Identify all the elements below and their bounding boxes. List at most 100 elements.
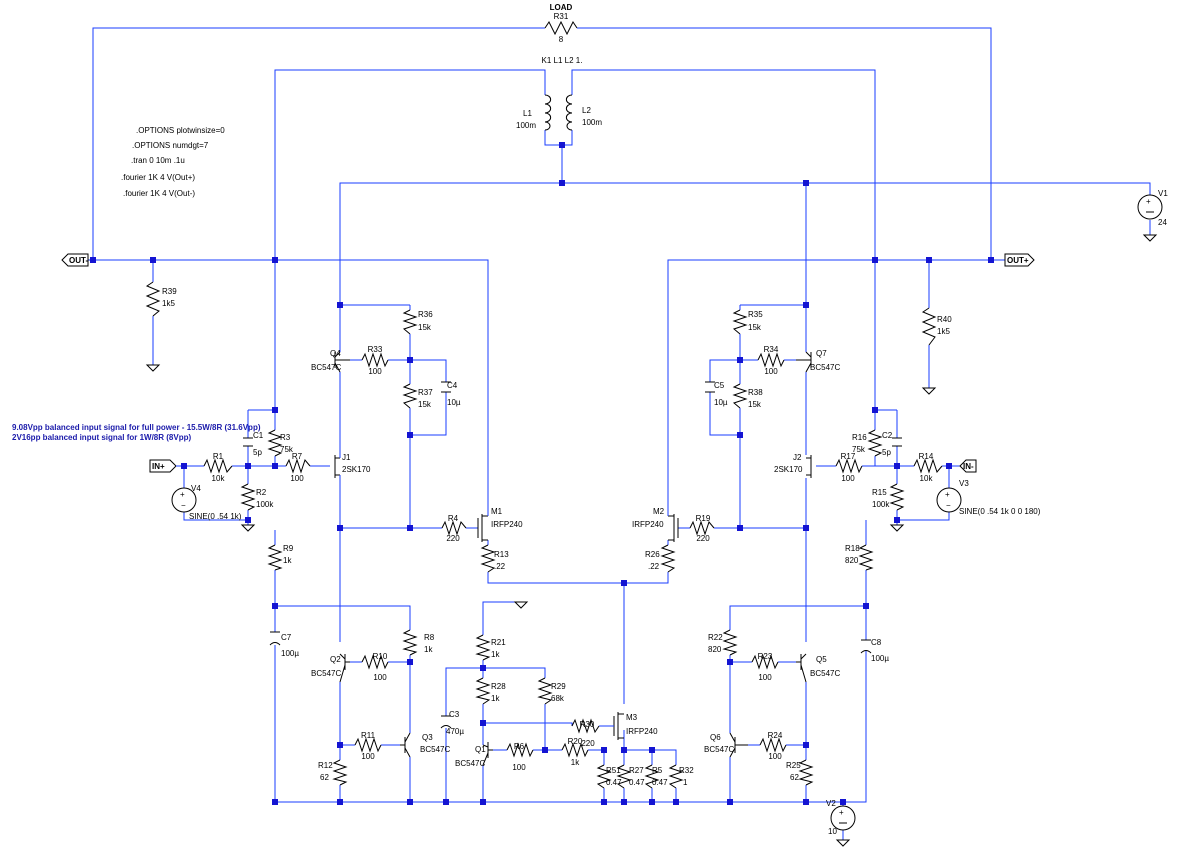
spice-directives: .OPTIONS plotwinsize=0 .OPTIONS numdgt=7… bbox=[121, 126, 225, 198]
m3-name: M3 bbox=[626, 713, 638, 722]
c8-name: C8 bbox=[871, 638, 882, 647]
r19-name: R19 bbox=[696, 514, 711, 523]
r11-name: R11 bbox=[361, 731, 376, 740]
resistor-r24: R24 100 bbox=[759, 731, 787, 761]
r17-value: 100 bbox=[841, 474, 855, 483]
r29-value: 68k bbox=[551, 694, 565, 703]
bjt-q1: Q1 BC547C bbox=[455, 742, 493, 768]
wires bbox=[88, 27, 1151, 840]
resistor-r15: R15 100k bbox=[872, 483, 905, 511]
source-v2: + V2 10 bbox=[826, 799, 856, 836]
resistor-r6: R6 100 bbox=[506, 742, 534, 772]
c1-value: 5p bbox=[253, 448, 262, 457]
resistor-r36: R36 15k bbox=[402, 309, 433, 335]
c3-name: C3 bbox=[449, 710, 460, 719]
resistor-r35: R35 15k bbox=[732, 309, 763, 335]
r18-name: R18 bbox=[845, 544, 860, 553]
resistor-r3: R3 75k bbox=[267, 429, 294, 457]
v2-name: V2 bbox=[826, 799, 836, 808]
r16-value: 75k bbox=[852, 445, 866, 454]
l1-name: L1 bbox=[523, 109, 532, 118]
resistor-r28: R28 1k bbox=[475, 677, 506, 705]
capacitor-c1: C1 5p bbox=[243, 431, 264, 457]
resistor-r18: R18 820 bbox=[845, 544, 874, 571]
q4-name: Q4 bbox=[330, 349, 341, 358]
r1-name: R1 bbox=[213, 452, 224, 461]
r3-name: R3 bbox=[280, 433, 291, 442]
c7-value: 100µ bbox=[281, 649, 299, 658]
resistor-r23: R23 100 bbox=[751, 652, 779, 682]
r12-value: 62 bbox=[320, 773, 329, 782]
r10-name: R10 bbox=[373, 652, 388, 661]
port-out-minus: OUT- bbox=[61, 253, 89, 267]
port-out-minus-label: OUT- bbox=[69, 256, 88, 265]
bjt-q7: Q7 BC547C bbox=[796, 349, 840, 373]
directive-fourier-plus: .fourier 1K 4 V(Out+) bbox=[121, 173, 195, 182]
resistor-r17: R17 100 bbox=[835, 452, 863, 483]
resistor-r39: R39 1k5 bbox=[145, 281, 177, 317]
q5-model: BC547C bbox=[810, 669, 840, 678]
q3-name: Q3 bbox=[422, 733, 433, 742]
source-v1: + V1 24 bbox=[1137, 189, 1168, 227]
j2-name: J2 bbox=[793, 453, 802, 462]
r36-name: R36 bbox=[418, 310, 433, 319]
j1-name: J1 bbox=[342, 453, 351, 462]
capacitor-c7: C7 100µ bbox=[269, 631, 299, 658]
r36-value: 15k bbox=[418, 323, 432, 332]
r24-value: 100 bbox=[768, 752, 782, 761]
r25-name: R25 bbox=[786, 761, 801, 770]
r40-value: 1k5 bbox=[937, 327, 950, 336]
r25-value: 62 bbox=[790, 773, 799, 782]
r26-name: R26 bbox=[645, 550, 660, 559]
q4-model: BC547C bbox=[311, 363, 341, 372]
r15-name: R15 bbox=[872, 488, 887, 497]
resistor-r19: R19 220 bbox=[689, 514, 715, 543]
r4-name: R4 bbox=[448, 514, 459, 523]
q6-model: BC547C bbox=[704, 745, 734, 754]
port-out-plus-label: OUT+ bbox=[1007, 256, 1029, 265]
l2-name: L2 bbox=[582, 106, 591, 115]
resistor-r38: R38 15k bbox=[732, 383, 763, 409]
mosfet-m1: M1 IRFP240 bbox=[477, 507, 523, 542]
r51-value: 0.47 bbox=[606, 778, 622, 787]
r23-value: 100 bbox=[758, 673, 772, 682]
r19-value: 220 bbox=[696, 534, 710, 543]
m1-name: M1 bbox=[491, 507, 503, 516]
r31-name: R31 bbox=[554, 12, 569, 21]
coupling-directive: K1 L1 L2 1. bbox=[542, 56, 583, 65]
resistor-r27: R27 0.47 bbox=[616, 764, 645, 789]
capacitor-c8: C8 100µ bbox=[860, 638, 889, 663]
q2-name: Q2 bbox=[330, 655, 341, 664]
q5-name: Q5 bbox=[816, 655, 827, 664]
c3-value: 470µ bbox=[446, 727, 464, 736]
r21-name: R21 bbox=[491, 638, 506, 647]
r16-name: R16 bbox=[852, 433, 867, 442]
capacitor-c2: C2 5p bbox=[882, 431, 902, 457]
r51-name: R51 bbox=[606, 766, 621, 775]
q1-model: BC547C bbox=[455, 759, 485, 768]
r12-name: R12 bbox=[318, 761, 333, 770]
r4-value: 220 bbox=[446, 534, 460, 543]
r14-name: R14 bbox=[919, 452, 934, 461]
r9-name: R9 bbox=[283, 544, 294, 553]
r39-value: 1k5 bbox=[162, 299, 175, 308]
jfet-j2: J2 2SK170 bbox=[774, 453, 812, 478]
r22-value: 820 bbox=[708, 645, 722, 654]
r14-value: 10k bbox=[920, 474, 934, 483]
resistor-r20: R20 1k bbox=[561, 737, 589, 767]
r13-name: R13 bbox=[494, 550, 509, 559]
resistor-r1: R1 10k bbox=[203, 452, 233, 483]
inductor-l2: L2 100m bbox=[565, 94, 602, 131]
c4-value: 10µ bbox=[447, 398, 461, 407]
q2-model: BC547C bbox=[311, 669, 341, 678]
r39-name: R39 bbox=[162, 287, 177, 296]
c7-name: C7 bbox=[281, 633, 292, 642]
bjt-q5: Q5 BC547C bbox=[796, 653, 840, 683]
r13-value: .22 bbox=[494, 562, 506, 571]
r38-name: R38 bbox=[748, 388, 763, 397]
r15-value: 100k bbox=[872, 500, 890, 509]
c8-value: 100µ bbox=[871, 654, 889, 663]
resistor-r4: R4 220 bbox=[441, 514, 467, 543]
r2-name: R2 bbox=[256, 488, 267, 497]
v4-name: V4 bbox=[191, 484, 201, 493]
